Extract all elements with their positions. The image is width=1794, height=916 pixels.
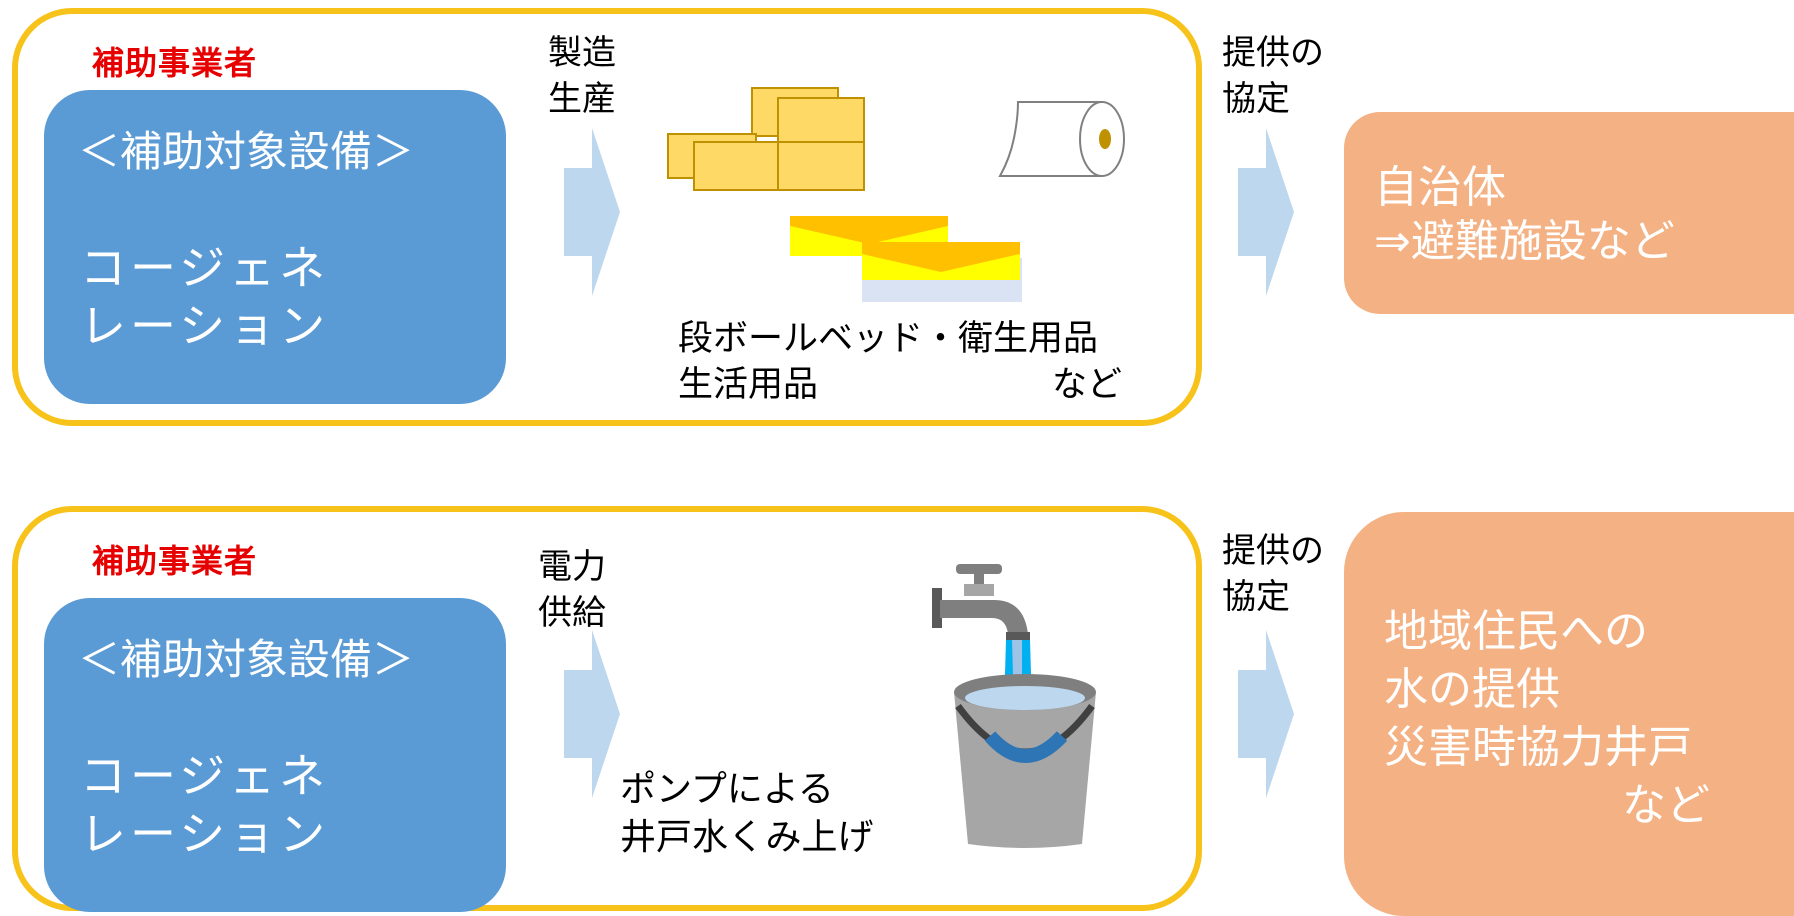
bottom-agreement-arrow-icon xyxy=(1238,630,1294,798)
top-agreement-line2: 協定 xyxy=(1222,79,1290,119)
top-equipment-line1: コージェネ xyxy=(80,241,330,295)
bottom-process-label: 電力 供給 xyxy=(538,544,606,636)
top-process-label-line1: 製造 xyxy=(548,33,616,73)
top-operator-label: 補助事業者 xyxy=(92,44,258,82)
faucet-icon xyxy=(932,564,1030,640)
water-bucket-icon xyxy=(954,640,1096,848)
bottom-recipient-line3: 災害時協力井戸 xyxy=(1384,722,1692,773)
bottom-equipment-box: ＜補助対象設備＞ コージェネ レーション xyxy=(44,598,506,912)
bottom-pump-line2: 井戸水くみ上げ xyxy=(620,817,874,858)
bottom-process-label-line2: 供給 xyxy=(538,593,606,633)
bottom-pump-line1: ポンプによる xyxy=(620,769,834,810)
top-recipient-line2: ⇒避難施設など xyxy=(1374,216,1675,267)
bottom-recipient-line2: 水の提供 xyxy=(1384,664,1560,715)
top-equipment-box: ＜補助対象設備＞ コージェネ レーション xyxy=(44,90,506,404)
cardboard-boxes-icon xyxy=(667,87,865,191)
top-recipient-box: 自治体 ⇒避難施設など xyxy=(1344,112,1794,314)
bottom-process-arrow-icon xyxy=(564,630,620,798)
bottom-process-label-line1: 電力 xyxy=(538,547,606,587)
bottom-equipment-line1: コージェネ xyxy=(80,749,330,803)
cardboard-bed-icon xyxy=(790,216,1022,302)
top-process-arrow-icon xyxy=(564,128,620,296)
bottom-operator-label: 補助事業者 xyxy=(92,542,258,580)
bottom-equipment-line2: レーション xyxy=(80,807,330,861)
bottom-recipient-line1: 地域住民への xyxy=(1384,606,1648,657)
top-goods-line2a: 生活用品 xyxy=(678,365,819,405)
bottom-equipment-title: ＜補助対象設備＞ xyxy=(78,635,415,684)
bottom-agreement-line1: 提供の xyxy=(1222,531,1324,571)
top-agreement-arrow-icon xyxy=(1238,128,1294,296)
top-equipment-line2: レーション xyxy=(80,299,330,353)
bottom-agreement-label: 提供の 協定 xyxy=(1222,528,1324,620)
top-process-label-line2: 生産 xyxy=(548,79,616,119)
bottom-recipient-line4: など xyxy=(1622,780,1710,831)
top-agreement-line1: 提供の xyxy=(1222,33,1324,73)
top-goods-line2b: など xyxy=(1052,365,1123,405)
top-process-label: 製造 生産 xyxy=(548,30,616,122)
bottom-pump-label: ポンプによる 井戸水くみ上げ xyxy=(620,766,873,862)
top-recipient-line1: 自治体 xyxy=(1374,162,1506,213)
top-agreement-label: 提供の 協定 xyxy=(1222,30,1324,122)
top-equipment-title: ＜補助対象設備＞ xyxy=(78,127,415,176)
toilet-paper-icon xyxy=(998,101,1125,177)
top-goods-line1: 段ボールベッド・衛生用品 xyxy=(678,319,1099,359)
bottom-agreement-line2: 協定 xyxy=(1222,577,1290,617)
bottom-recipient-box: 地域住民への 水の提供 災害時協力井戸 など xyxy=(1344,512,1794,916)
